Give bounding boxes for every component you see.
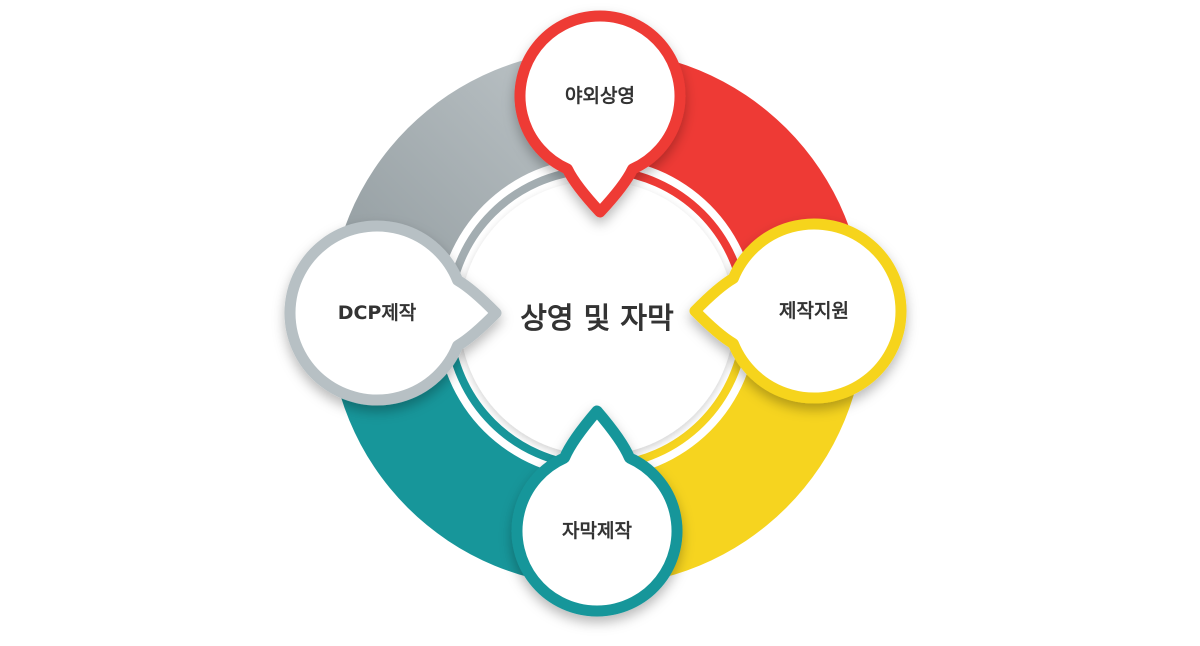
node-label-right: 제작지원: [779, 300, 849, 322]
node-label-left: DCP제작: [338, 302, 417, 324]
node-label-top: 야외상영: [565, 85, 635, 107]
bubble-bottom-shape: [511, 405, 683, 617]
bubble-bottom: [511, 405, 683, 617]
bubble-right: [689, 218, 907, 404]
center-disc: [460, 181, 734, 455]
bubble-top-shape: [514, 10, 686, 218]
center-label: 상영 및 자막: [520, 301, 674, 335]
node-label-bottom: 자막제작: [562, 520, 632, 542]
bubble-right-shape: [689, 218, 907, 404]
bubble-left: [284, 220, 502, 406]
bubble-top: [514, 10, 686, 218]
bubble-left-shape: [284, 220, 502, 406]
